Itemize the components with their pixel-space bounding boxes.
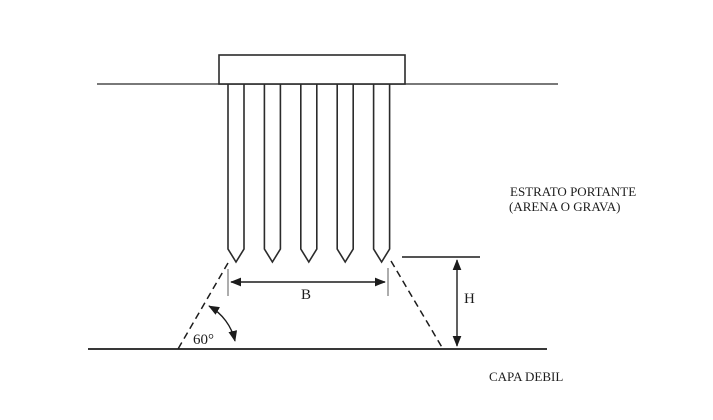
pile [336, 84, 354, 264]
load-spread-line-right [390, 260, 444, 350]
angle-arc-arrow [208, 305, 238, 342]
bearing-stratum-label-line1: ESTRATO PORTANTE [510, 184, 636, 199]
width-dimension: B [227, 268, 389, 303]
depth-dimension: H [402, 256, 480, 347]
angle-annotation: 60° [193, 305, 238, 348]
pile [372, 84, 391, 264]
depth-dim-label: H [464, 291, 475, 307]
pile [300, 84, 318, 264]
width-dim-label: B [301, 287, 311, 303]
pile-cap [218, 54, 406, 85]
load-spread-line-left [177, 262, 229, 350]
angle-label: 60° [193, 332, 214, 348]
pile-group [227, 84, 391, 264]
weak-layer-label: CAPA DEBIL [489, 369, 563, 384]
stratum-label: ESTRATO PORTANTE (ARENA O GRAVA) [509, 184, 636, 214]
pile [227, 84, 245, 264]
pile [263, 84, 282, 264]
bearing-stratum-label-line2: (ARENA O GRAVA) [509, 199, 620, 214]
